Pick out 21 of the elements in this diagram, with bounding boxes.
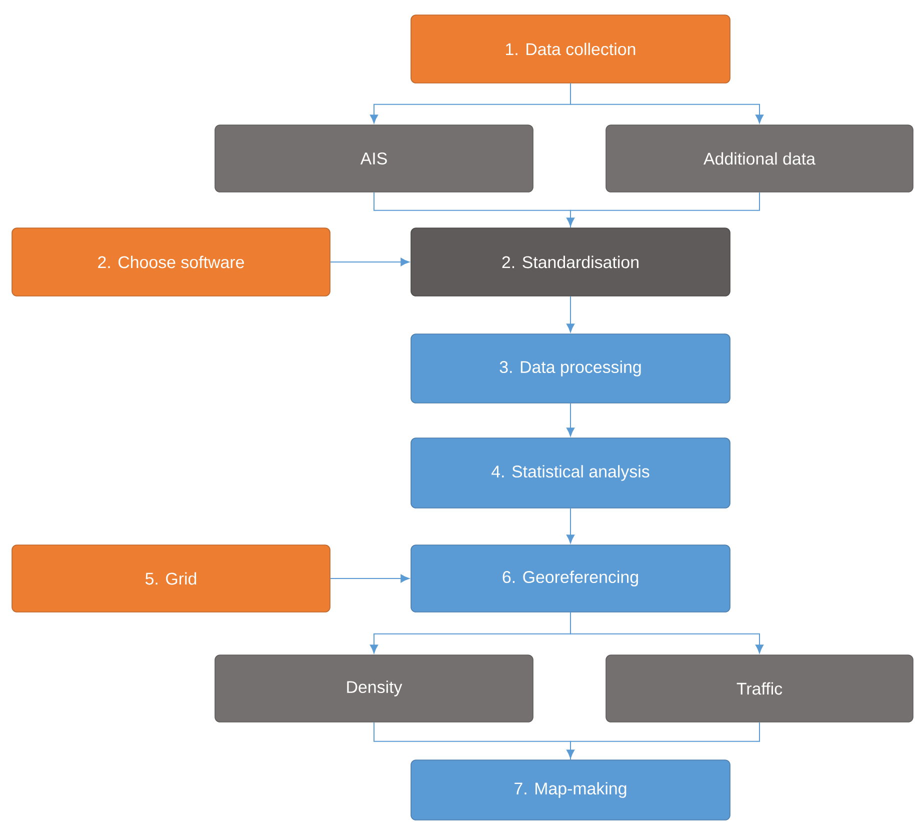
- arrow: [374, 722, 760, 760]
- arrow: [566, 508, 575, 544]
- arrow: [566, 296, 575, 332]
- arrow: [570, 82, 764, 124]
- process-box: 3. Data processing: [410, 334, 730, 404]
- process-box: AIS: [214, 124, 534, 192]
- process-box: 2. Standardisation: [410, 228, 730, 296]
- process-box: 5. Grid: [12, 544, 330, 612]
- process-box: 6. Georeferencing: [410, 544, 730, 612]
- arrow: [566, 402, 575, 436]
- process-box: 1. Data collection: [410, 14, 730, 84]
- process-box: Additional data: [606, 124, 914, 192]
- arrow: [374, 192, 760, 228]
- arrow: [570, 612, 764, 654]
- process-box: Density: [214, 654, 534, 722]
- process-box: Traffic: [606, 654, 914, 722]
- process-box: 2. Choose software: [12, 228, 330, 296]
- process-box: 4. Statistical analysis: [410, 438, 730, 508]
- process-box: 7. Map-making: [410, 760, 730, 820]
- arrow: [330, 258, 410, 266]
- arrow: [330, 574, 410, 583]
